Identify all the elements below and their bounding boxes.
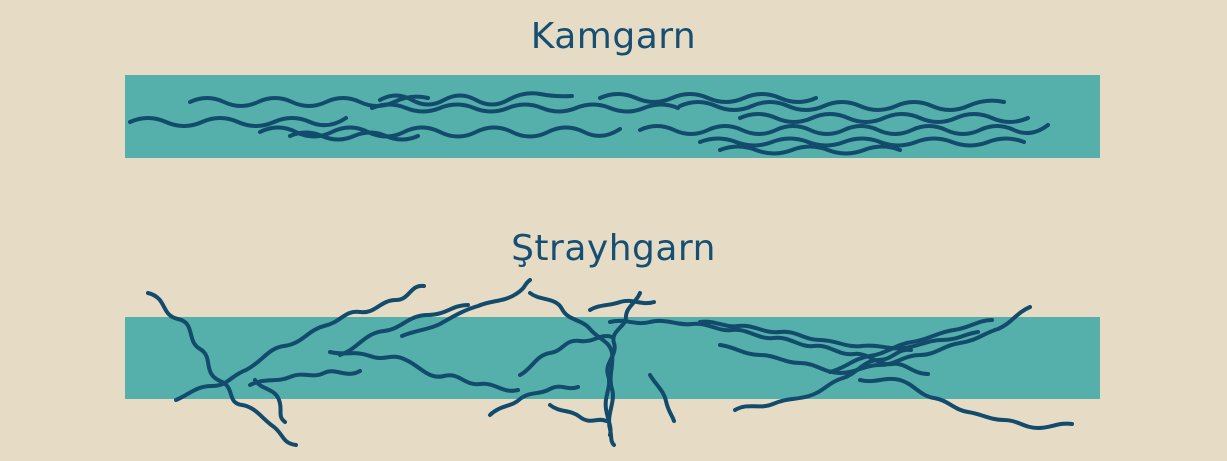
kamgarn-band [125, 75, 1100, 158]
strayhgarn-fiber [550, 405, 606, 421]
strayhgarn-fiber [590, 301, 654, 310]
